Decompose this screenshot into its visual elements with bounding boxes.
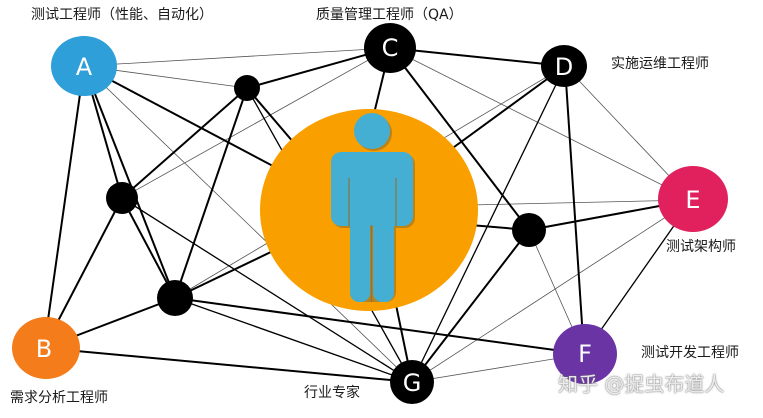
node-g-letter: G <box>403 369 422 397</box>
node-b-label: 需求分析工程师 <box>10 390 108 406</box>
node-c[interactable]: C <box>364 23 416 73</box>
node-g[interactable]: G <box>390 360 434 404</box>
node-a-label: 测试工程师（性能、自动化） <box>31 7 213 23</box>
node-c-letter: C <box>382 34 399 62</box>
node-d-label: 实施运维工程师 <box>611 56 709 72</box>
node-b-letter: B <box>36 335 52 363</box>
node-g-label: 行业专家 <box>304 385 360 401</box>
hub-node-2[interactable] <box>106 182 138 214</box>
center-person-node[interactable] <box>260 109 478 311</box>
hub-node-3[interactable] <box>157 280 193 316</box>
node-b[interactable]: B <box>12 317 80 379</box>
watermark: 知乎 @捉虫布道人 <box>558 372 725 396</box>
node-c-label: 质量管理工程师（QA） <box>316 7 463 23</box>
hub-node-4[interactable] <box>512 213 546 247</box>
node-f[interactable]: F <box>553 324 617 384</box>
node-f-label: 测试开发工程师 <box>641 345 739 361</box>
node-f-letter: F <box>578 340 592 368</box>
node-a-letter: A <box>76 53 93 81</box>
person-icon <box>331 113 415 302</box>
node-d-letter: D <box>555 53 573 81</box>
node-e-letter: E <box>685 186 700 214</box>
node-d[interactable]: D <box>541 45 587 87</box>
hub-node-1[interactable] <box>234 75 260 101</box>
node-e-label: 测试架构师 <box>666 239 736 255</box>
node-e[interactable]: E <box>658 166 728 232</box>
node-a[interactable]: A <box>51 36 117 96</box>
